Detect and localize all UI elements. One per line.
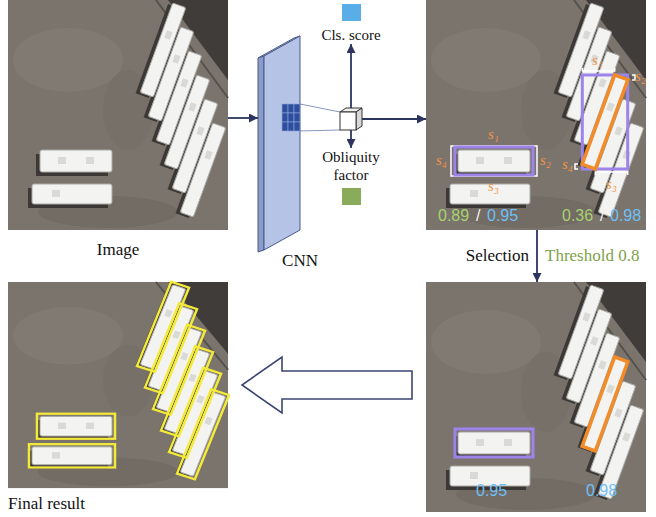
score-value: 0.95	[487, 207, 518, 225]
score-value: 0.95	[476, 482, 507, 500]
result-panel: Final result	[8, 282, 228, 488]
detection-panel: 0.89 / 0.95 0.36 / 0.98	[426, 0, 646, 230]
obliquity-value: 0.36	[562, 207, 593, 225]
side-label: s₄	[436, 152, 447, 169]
flow-arrow	[362, 118, 426, 120]
output-head: Obliquity factor	[311, 148, 391, 210]
color-swatch	[342, 4, 361, 21]
panel-caption: Final result	[8, 494, 85, 514]
flow-arrow	[350, 130, 352, 148]
image-panel: Image	[8, 0, 228, 230]
separator: /	[600, 207, 604, 225]
side-label: s₁	[592, 52, 603, 69]
hollow-arrow	[242, 357, 412, 413]
flow-arrow	[536, 230, 538, 282]
obliquity-value: 0.89	[438, 207, 469, 225]
score-value: 0.98	[610, 207, 641, 225]
score-value: 0.98	[586, 482, 617, 500]
step-label: Threshold 0.8	[545, 246, 639, 266]
selection-panel: 0.95 0.98	[426, 282, 646, 512]
side-label: s₃	[488, 178, 499, 195]
node-text: Obliquity factor	[311, 148, 391, 184]
side-label: s₂	[540, 152, 551, 169]
separator: /	[476, 207, 480, 225]
flow-arrow	[350, 44, 352, 108]
block-caption: CNN	[260, 251, 340, 271]
panel-caption: Image	[8, 240, 228, 260]
cnn-block: CNN	[258, 35, 366, 250]
side-label: s₂	[635, 68, 646, 85]
output-head: Cls. score	[321, 0, 381, 44]
side-label: s₃	[606, 176, 617, 193]
flow-arrow	[228, 117, 258, 119]
result-image	[8, 282, 229, 488]
color-swatch	[342, 188, 361, 205]
cnn-slab	[258, 36, 340, 252]
input-image	[8, 0, 228, 230]
side-label: s₁	[488, 126, 499, 143]
node-text: Cls. score	[321, 26, 381, 44]
step-label: Selection	[466, 246, 529, 266]
side-label: s₄	[562, 156, 573, 173]
feature-cube	[340, 108, 362, 130]
detection-image	[426, 0, 646, 230]
selected-image	[426, 282, 646, 512]
